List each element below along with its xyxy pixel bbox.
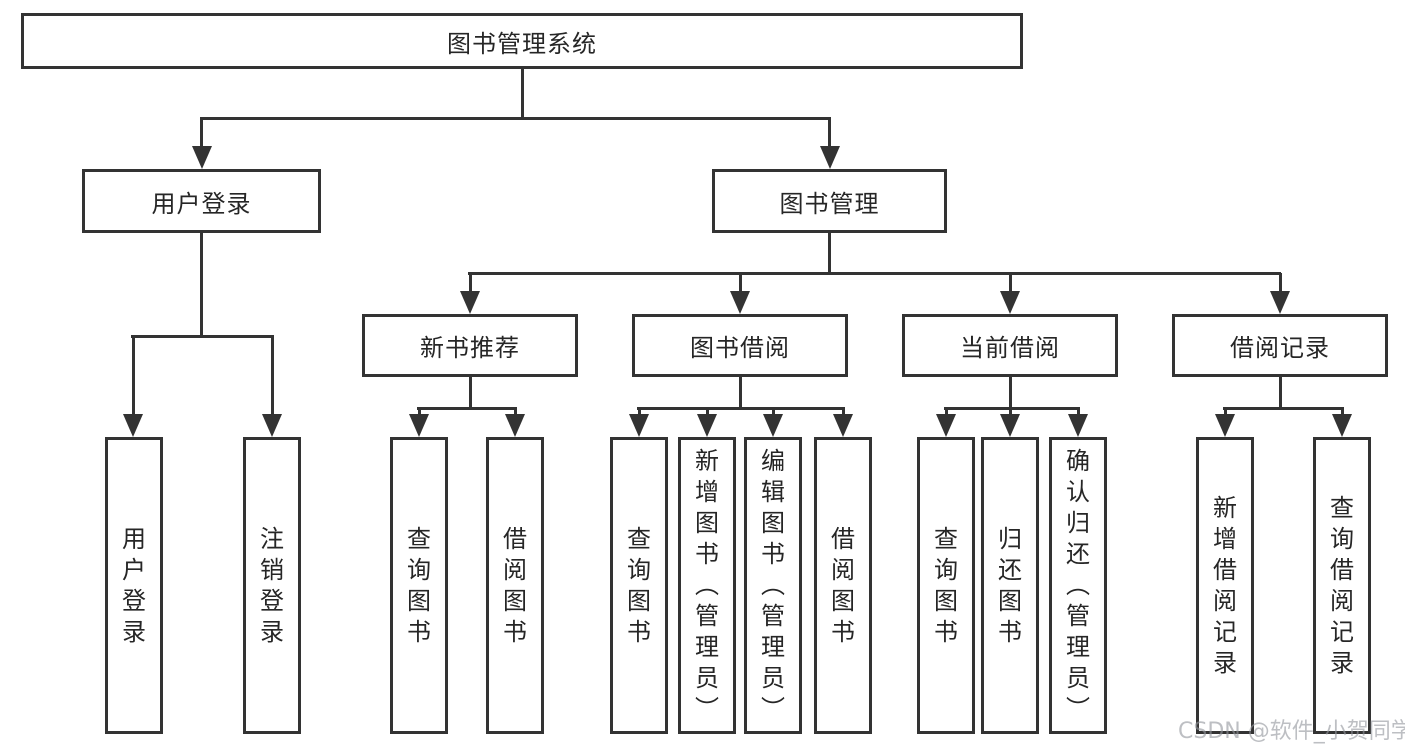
connector-line	[200, 117, 831, 120]
connector-line	[520, 69, 524, 119]
watermark-text: CSDN @软件_小贺同学	[1178, 719, 1405, 744]
leaf-query-books-borrowing: 查询图书	[610, 437, 668, 734]
connector-line	[131, 335, 273, 338]
connector-line	[944, 407, 1080, 410]
node-user-login: 用户登录	[82, 169, 321, 233]
connector-line	[200, 232, 203, 336]
leaf-label: 用户登录	[122, 524, 146, 646]
connector-arrow	[697, 407, 717, 437]
connector-arrow	[1215, 407, 1235, 437]
connector-arrow	[123, 335, 143, 437]
leaf-edit-book-admin: 编辑图书︵管理员︶	[744, 437, 802, 734]
node-book-management: 图书管理	[712, 169, 947, 233]
leaf-label: 查询图书	[407, 524, 431, 646]
leaf-label: 查询借阅记录	[1330, 493, 1354, 677]
connector-line	[1278, 376, 1282, 408]
leaf-query-books-current: 查询图书	[917, 437, 975, 734]
leaf-add-borrow-record: 新增借阅记录	[1196, 437, 1254, 734]
leaf-logout: 注销登录	[243, 437, 301, 734]
connector-line	[468, 376, 472, 408]
connector-line	[468, 272, 1281, 275]
leaf-label: 借阅图书	[831, 524, 855, 646]
connector-arrow	[833, 407, 853, 437]
connector-arrow	[819, 118, 840, 169]
connector-arrow	[1068, 407, 1088, 437]
leaf-label: 新增图书︵管理员︶	[695, 447, 719, 723]
node-new-book-recommend: 新书推荐	[362, 314, 578, 377]
leaf-return-book: 归还图书	[981, 437, 1039, 734]
connector-arrow	[763, 407, 783, 437]
leaf-label: 新增借阅记录	[1213, 493, 1237, 677]
leaf-label: 注销登录	[260, 524, 284, 646]
connector-arrow	[505, 407, 525, 437]
leaf-label: 归还图书	[998, 524, 1022, 646]
connector-arrow	[1270, 273, 1290, 314]
connector-arrow	[936, 407, 956, 437]
connector-arrow	[460, 273, 480, 314]
leaf-label: 借阅图书	[503, 524, 527, 646]
leaf-add-book-admin: 新增图书︵管理员︶	[678, 437, 736, 734]
leaf-user-login: 用户登录	[105, 437, 163, 734]
connector-arrow	[1000, 273, 1020, 314]
leaf-query-books-recommend: 查询图书	[390, 437, 448, 734]
leaf-label: 编辑图书︵管理员︶	[761, 447, 785, 723]
node-current-borrowing: 当前借阅	[902, 314, 1118, 377]
node-borrowing-records: 借阅记录	[1172, 314, 1388, 377]
leaf-label: 查询图书	[627, 524, 651, 646]
leaf-confirm-return-admin: 确认归还︵管理员︶	[1049, 437, 1107, 734]
connector-arrow	[191, 118, 212, 169]
leaf-borrow-books-recommend: 借阅图书	[486, 437, 544, 734]
leaf-label: 查询图书	[934, 524, 958, 646]
leaf-borrow-books: 借阅图书	[814, 437, 872, 734]
leaf-query-borrow-record: 查询借阅记录	[1313, 437, 1371, 734]
connector-line	[738, 376, 742, 408]
node-book-borrowing: 图书借阅	[632, 314, 848, 377]
connector-arrow	[1332, 407, 1352, 437]
node-book-management-system: 图书管理系统	[21, 13, 1023, 69]
leaf-label: 确认归还︵管理员︶	[1066, 447, 1090, 723]
connector-line	[828, 232, 831, 273]
connector-arrow	[730, 273, 750, 314]
connector-arrow	[1000, 407, 1020, 437]
connector-arrow	[409, 407, 429, 437]
connector-arrow	[629, 407, 649, 437]
connector-arrow	[262, 335, 282, 437]
connector-line	[1223, 407, 1344, 410]
connector-line	[417, 407, 517, 410]
connector-line	[1008, 376, 1012, 408]
connector-line	[637, 407, 845, 410]
